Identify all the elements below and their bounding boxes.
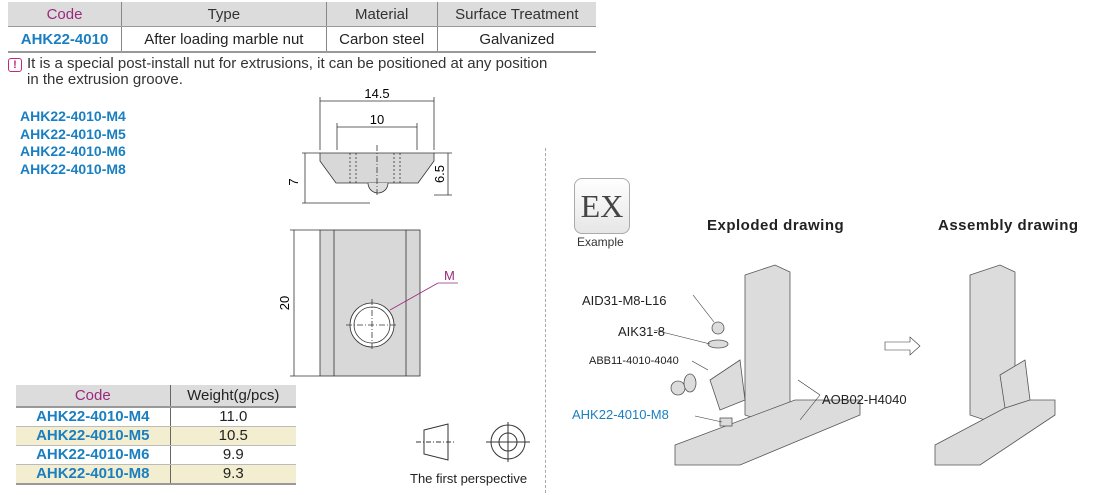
dim-inner: 10	[370, 112, 384, 127]
header-type: Type	[121, 2, 327, 27]
surface-cell: Galvanized	[437, 26, 596, 53]
dim-height: 7	[286, 178, 301, 185]
note: ! It is a special post-install nut for ex…	[8, 56, 547, 88]
weight-cell: 9.9	[170, 445, 296, 465]
code-item: AHK22-4010-M5	[20, 125, 126, 142]
dim-width: 14.5	[364, 86, 389, 101]
header-code: Code	[16, 385, 171, 408]
header-material: Material	[326, 2, 438, 27]
weight-cell: 9.3	[170, 464, 296, 485]
header-surface: Surface Treatment	[437, 2, 596, 27]
thread-label: M	[444, 268, 455, 283]
note-line-2: in the extrusion groove.	[27, 71, 183, 88]
note-line-1: It is a special post-install nut for ext…	[27, 55, 548, 72]
code-cell: AHK22-4010	[8, 26, 123, 53]
warning-icon: !	[8, 58, 22, 72]
part-label-nut: AHK22-4010-M8	[572, 407, 669, 422]
weight-cell: 10.5	[170, 426, 296, 446]
header-code: Code	[8, 2, 123, 27]
material-cell: Carbon steel	[326, 26, 438, 53]
code-item: AHK22-4010-M8	[20, 160, 126, 177]
exploded-title: Exploded drawing	[707, 217, 845, 234]
code-item: AHK22-4010-M4	[20, 108, 126, 124]
type-cell: After loading marble nut	[121, 26, 327, 53]
nut-technical-drawing: 14.5 10 7 6.5 20 M	[280, 86, 458, 377]
example-badge: EX	[574, 178, 630, 234]
code-cell: AHK22-4010-M6	[16, 445, 171, 465]
projection-label: The first perspective	[410, 471, 528, 486]
assembly-title: Assembly drawing	[938, 217, 1079, 234]
code-cell: AHK22-4010-M5	[16, 426, 171, 446]
part-label-washer: AIK31-8	[618, 324, 665, 339]
code-item: AHK22-4010-M6	[20, 143, 126, 159]
code-cell: AHK22-4010-M8	[16, 464, 171, 485]
dim-length: 20	[280, 296, 292, 310]
part-label-bolt: AID31-M8-L16	[582, 293, 667, 308]
part-label-bracket: ABB11-4010-4040	[589, 355, 679, 367]
header-weight: Weight(g/pcs)	[170, 385, 296, 408]
part-label-profile: AOB02-H4040	[822, 392, 907, 407]
assembly-illustration	[653, 264, 1056, 466]
weight-cell: 11.0	[170, 407, 296, 427]
section-divider	[545, 148, 546, 493]
code-cell: AHK22-4010-M4	[16, 407, 171, 427]
example-caption: Example	[577, 235, 624, 249]
code-list: AHK22-4010-M4 AHK22-4010-M5 AHK22-4010-M…	[20, 108, 126, 178]
first-angle-projection-icon	[416, 422, 530, 462]
dim-groove: 6.5	[432, 165, 447, 183]
